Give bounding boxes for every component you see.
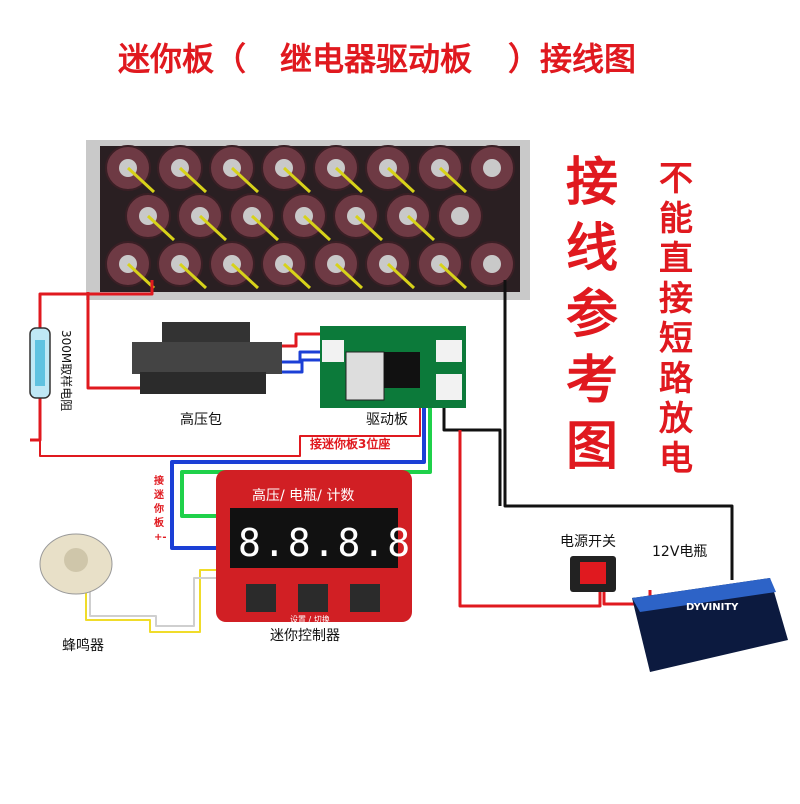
connect-mini-label: 接 迷 你 板 +-	[153, 474, 167, 543]
wire-buzzer-white	[89, 577, 226, 627]
power-switch: 电源开关	[560, 534, 616, 592]
driver-chip	[384, 352, 420, 388]
buzzer-label: 蜂鸣器	[62, 637, 104, 654]
title-part-3: ）接线图	[508, 40, 636, 78]
switch-rocker[interactable]	[580, 562, 606, 584]
sampling-resistor: 300M取样电阻	[29, 327, 74, 411]
connect-mini-c2: 迷	[153, 488, 165, 501]
wire-resistor-top	[30, 280, 154, 442]
capacitor-link-wire	[282, 262, 312, 290]
capacitor-link-wire	[178, 166, 208, 194]
connect-mini-c1: 接	[154, 474, 164, 487]
warn-char-5: 短	[659, 319, 693, 359]
connect-mini-c4: 板	[154, 516, 165, 529]
hv-pack: 高压包	[132, 322, 282, 428]
battery-label: 12V电瓶	[652, 544, 707, 560]
power-switch-label: 电源开关	[560, 534, 616, 550]
wire-hv-blue-2	[270, 358, 334, 374]
wire-power-red	[458, 430, 602, 608]
capacitor-link-wire	[406, 214, 436, 242]
resistor-label: 300M取样电阻	[59, 330, 74, 411]
capacitor-link-wire	[126, 262, 156, 290]
buzzer-center	[64, 548, 88, 572]
capacitor-link-wire	[438, 166, 468, 194]
hv-pack-top	[162, 322, 250, 342]
title-part-2: 继电器驱动板	[280, 40, 472, 78]
capacitor-terminal	[483, 159, 501, 177]
connect-mini-c3: 你	[153, 502, 164, 515]
ref-char-4: 考	[566, 351, 618, 411]
ref-char-3: 参	[566, 285, 618, 345]
capacitor-link-wire	[334, 262, 364, 290]
hv-pack-label: 高压包	[180, 411, 222, 428]
wire-resistor-bottom	[39, 396, 421, 457]
driver-terminal-right-2	[436, 374, 462, 400]
display-window	[230, 508, 398, 568]
battery-top	[632, 578, 776, 612]
wire-blue	[170, 396, 426, 550]
title-part-1: 迷你板（	[118, 40, 246, 78]
connect-mini-plusminus: +-	[154, 532, 167, 543]
battery: 12V电瓶 DYVINITY	[632, 544, 788, 672]
battery-brand: DYVINITY	[686, 602, 739, 613]
capacitor-link-wire	[386, 262, 416, 290]
capacitor-link-wire	[302, 214, 332, 242]
driver-board: 驱动板	[320, 326, 466, 428]
ref-char-1: 接	[566, 153, 618, 213]
capacitor-link-wire	[282, 166, 312, 194]
capacitor-link-wire	[146, 214, 176, 242]
mini-controller-label: 迷你控制器	[270, 628, 340, 644]
hv-pack-bottom	[140, 372, 266, 394]
driver-terminal-right-1	[436, 340, 462, 362]
buzzer: 蜂鸣器	[39, 533, 113, 654]
display-digits: 8.8.8.8.	[238, 521, 437, 565]
warn-char-2: 能	[659, 199, 693, 239]
wire-hv-red	[270, 332, 334, 348]
capacitor-terminal	[451, 207, 469, 225]
warn-char-1: 不	[659, 159, 693, 199]
warning-text: 不 能 直 接 短 路 放 电	[659, 159, 694, 479]
button-3[interactable]	[350, 584, 380, 612]
wire-cap-to-battery	[503, 280, 734, 580]
capacitor-link-wire	[386, 166, 416, 194]
buttons-caption: 设置 / 切换	[290, 614, 330, 624]
warn-char-8: 电	[659, 439, 693, 479]
capacitor-link-wire	[334, 166, 364, 194]
capacitor-link-wire	[438, 262, 468, 290]
wire-hv-blue-1	[270, 350, 334, 364]
button-2[interactable]	[298, 584, 328, 612]
connect-3pin-label: 接迷你板3位座	[310, 436, 390, 451]
capacitor-bank	[86, 140, 530, 300]
capacitor-link-wire	[230, 166, 260, 194]
capacitor-terminal	[483, 255, 501, 273]
mini-controller: 高压/ 电瓶/ 计数 8.8.8.8. 设置 / 切换 迷你控制器	[216, 470, 437, 644]
driver-board-label: 驱动板	[366, 412, 408, 428]
wire-buzzer-yellow	[85, 569, 226, 633]
wire-driver-black	[442, 400, 502, 506]
capacitor-grid	[105, 145, 515, 290]
wires	[30, 280, 734, 633]
ref-char-2: 线	[566, 219, 618, 279]
capacitor-link-wire	[178, 262, 208, 290]
resistor-core	[35, 340, 45, 386]
warn-char-6: 路	[659, 359, 694, 399]
wire-green	[180, 396, 432, 518]
capacitor-link-wire	[354, 214, 384, 242]
warn-char-4: 接	[659, 279, 693, 319]
capacitor-link-wire	[250, 214, 280, 242]
driver-relay	[345, 351, 385, 401]
capacitor-link-wire	[126, 166, 156, 194]
warn-char-7: 放	[659, 399, 693, 439]
capacitor-link-wire	[230, 262, 260, 290]
warn-char-3: 直	[659, 239, 693, 279]
capacitor-link-wire	[198, 214, 228, 242]
driver-terminal-left	[322, 340, 344, 362]
ref-char-5: 图	[566, 417, 618, 477]
hv-pack-core	[132, 342, 282, 374]
reference-text: 接 线 参 考 图	[566, 153, 618, 477]
display-header: 高压/ 电瓶/ 计数	[252, 487, 354, 504]
button-1[interactable]	[246, 584, 276, 612]
